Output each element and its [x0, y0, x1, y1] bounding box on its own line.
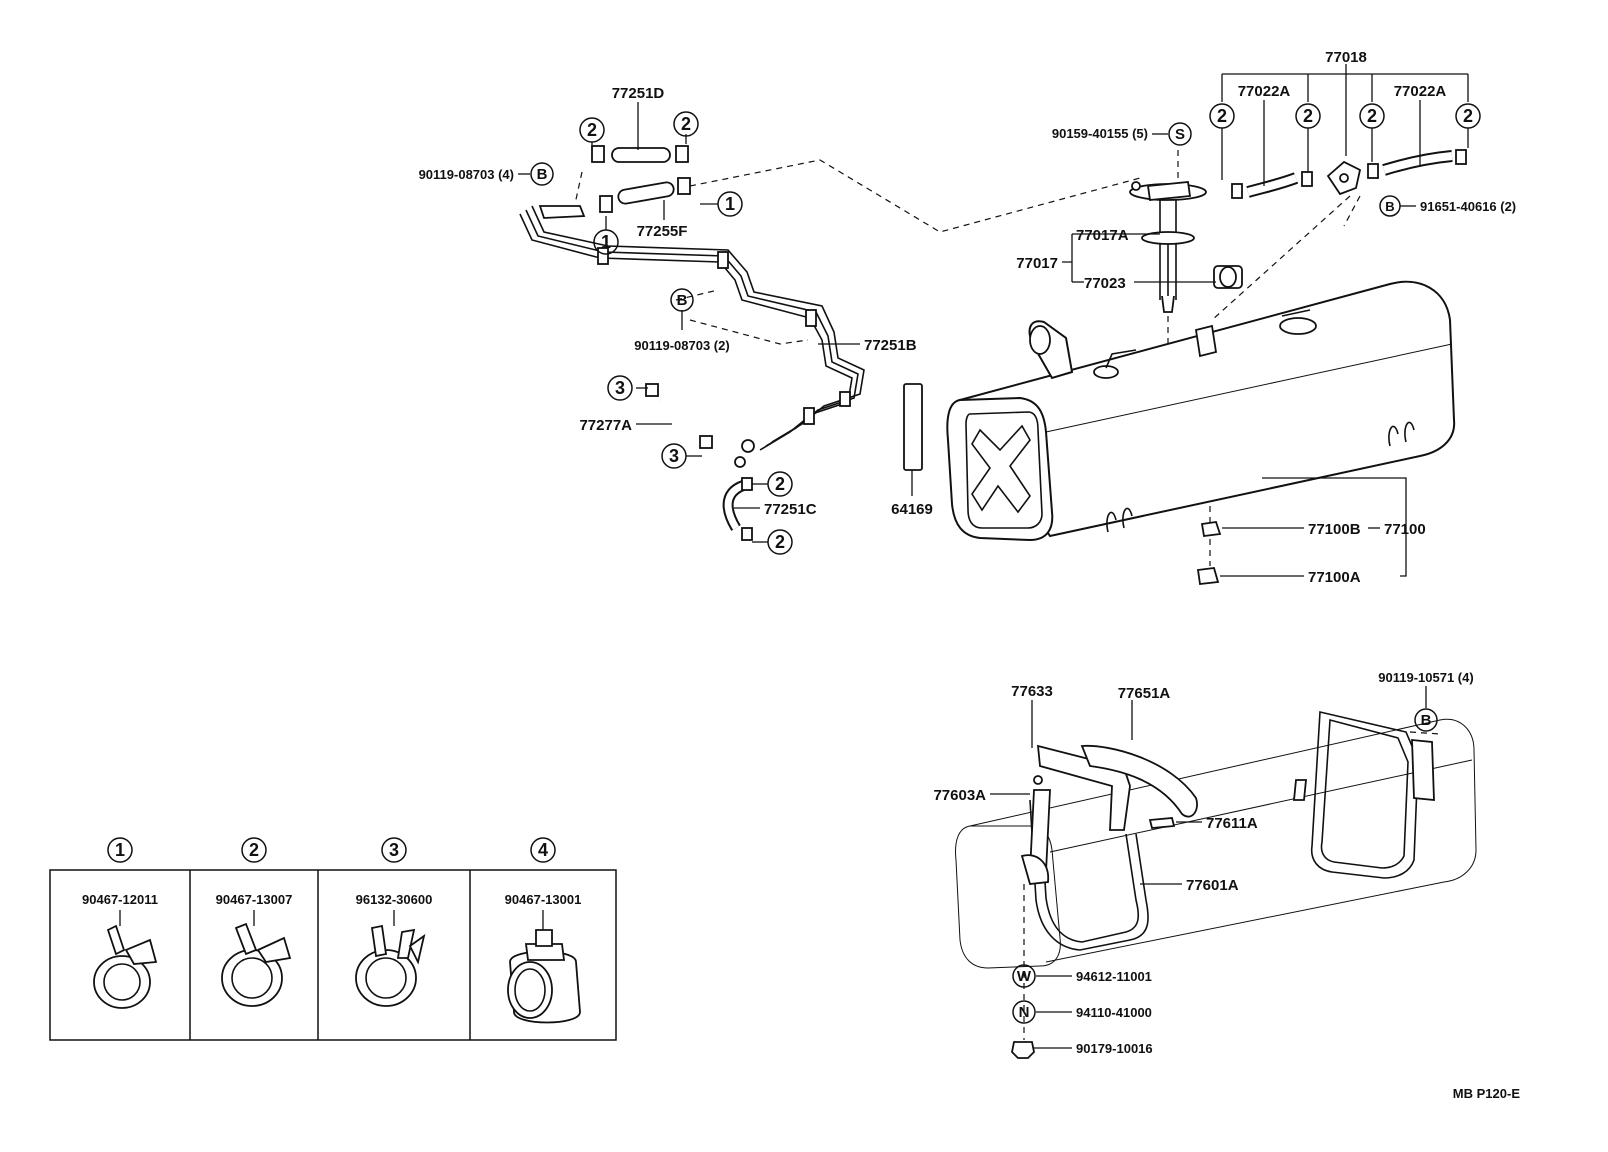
label-77018: 77018: [1325, 49, 1367, 66]
label-77100: 77100: [1384, 521, 1426, 538]
label-77603A: 77603A: [933, 787, 986, 804]
clamp-2-illustration: [221, 910, 292, 1007]
label-77633: 77633: [1011, 683, 1053, 700]
clamp-legend-table: 1 2 3 4 90467-12011 90467-13007 96132-30…: [49, 837, 617, 1041]
label-77251D: 77251D: [612, 85, 665, 102]
circle-w: W: [1017, 968, 1032, 985]
leader-lines: [518, 64, 1469, 1049]
legend-part-4: 90467-13001: [505, 892, 582, 907]
clamp-1-illustration: [93, 910, 158, 1009]
label-64169: 64169: [891, 501, 933, 518]
label-94612-11001: 94612-11001: [1076, 969, 1152, 984]
page-code: MB P120-E: [1453, 1086, 1521, 1101]
label-90179-10016: 90179-10016: [1076, 1041, 1153, 1056]
label-77017A: 77017A: [1076, 227, 1129, 244]
circle-2-b: 2: [1303, 106, 1313, 126]
legend-part-3: 96132-30600: [356, 892, 433, 907]
part-labels: 77018 77022A 77022A 90159-40155 (5) 9165…: [419, 49, 1521, 1101]
circle-3-a: 3: [615, 378, 625, 398]
label-77611A: 77611A: [1206, 815, 1258, 832]
circle-2-h: 2: [775, 532, 785, 552]
circle-2-e: 2: [587, 120, 597, 140]
label-77251C: 77251C: [764, 501, 817, 518]
label-90119-08703-4: 90119-08703 (4): [419, 167, 514, 182]
legend-key-2: 2: [249, 840, 259, 860]
label-77100B: 77100B: [1308, 521, 1361, 538]
label-77601A: 77601A: [1186, 877, 1239, 894]
circle-2-d: 2: [1463, 106, 1473, 126]
label-94110-41000: 94110-41000: [1076, 1005, 1152, 1020]
circle-2-g: 2: [775, 474, 785, 494]
circle-s: S: [1175, 126, 1185, 143]
legend-key-1: 1: [115, 840, 125, 860]
clamp-4-illustration: [507, 910, 581, 1024]
label-77022A-right: 77022A: [1394, 83, 1447, 100]
circle-2-c: 2: [1367, 106, 1377, 126]
legend-part-2: 90467-13007: [216, 892, 293, 907]
circle-n: N: [1019, 1004, 1030, 1021]
label-77251B: 77251B: [864, 337, 917, 354]
circle-b-90119-10571: B: [1421, 712, 1432, 729]
flange-nut-90179: [1011, 1041, 1035, 1059]
label-90119-10571: 90119-10571 (4): [1378, 670, 1473, 685]
circle-2-a: 2: [1217, 106, 1227, 126]
circle-1-a: 1: [725, 194, 735, 214]
tank-mounting-assembly: [955, 711, 1477, 1040]
label-90119-08703-2: 90119-08703 (2): [634, 338, 729, 353]
circle-b-90119-4: B: [537, 166, 548, 183]
label-91651-40616: 91651-40616 (2): [1420, 199, 1516, 214]
label-77023: 77023: [1084, 275, 1126, 292]
circle-2-f: 2: [681, 114, 691, 134]
label-77277A: 77277A: [579, 417, 632, 434]
label-77100A: 77100A: [1308, 569, 1361, 586]
clamp-3-illustration: [355, 910, 426, 1007]
circle-1-b: 1: [601, 232, 611, 252]
label-77255F: 77255F: [637, 223, 688, 240]
legend-key-3: 3: [389, 840, 399, 860]
circle-b-91651: B: [1385, 199, 1394, 214]
label-90159-40155: 90159-40155 (5): [1052, 126, 1148, 141]
legend-part-1: 90467-12011: [82, 892, 158, 907]
label-77022A-left: 77022A: [1238, 83, 1291, 100]
fuel-line-assembly: [519, 145, 865, 541]
part-64169-strip: [903, 383, 923, 471]
label-77017: 77017: [1016, 255, 1058, 272]
circle-symbols: 2 2 2 2 S B 2 2 B 1 1 B 3 3 2 2 B: [530, 103, 1481, 1059]
fuel-tank: [946, 280, 1456, 585]
legend-key-4: 4: [538, 840, 548, 860]
label-77651A: 77651A: [1118, 685, 1171, 702]
circle-b-90119-2: B: [677, 292, 688, 309]
circle-3-b: 3: [669, 446, 679, 466]
